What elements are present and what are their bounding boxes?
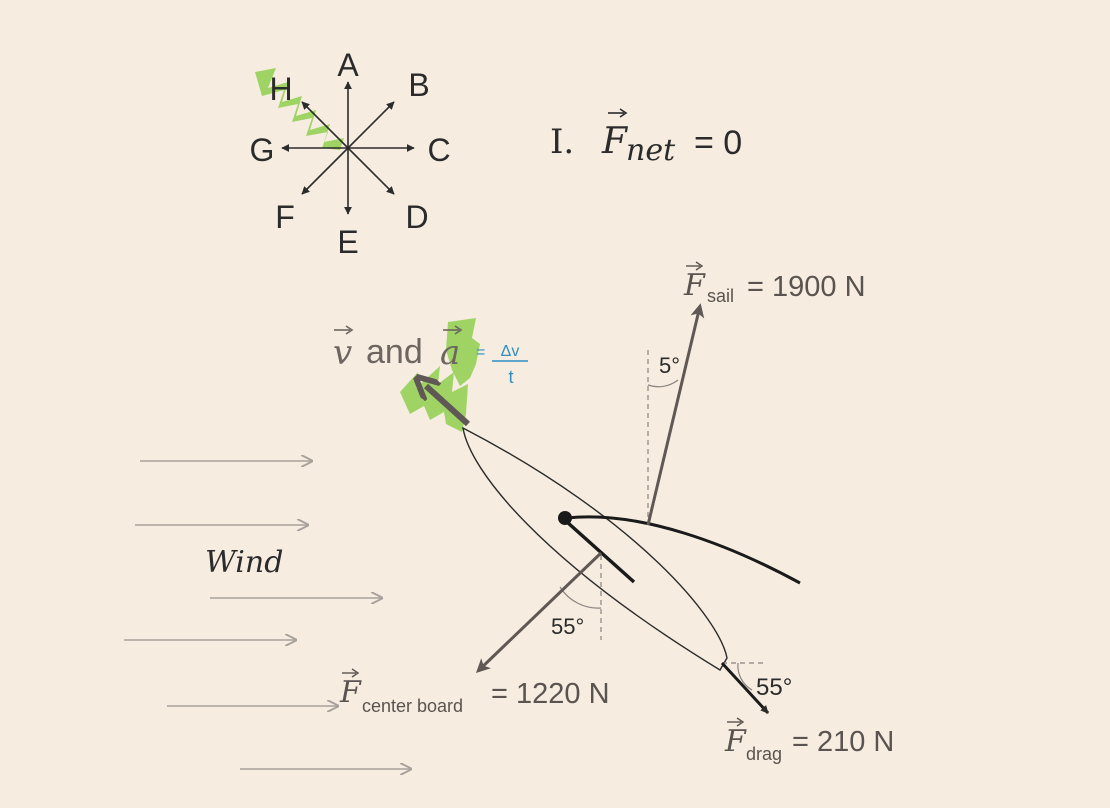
compass-label-g: G <box>250 132 275 168</box>
sail-force-symbol: F <box>683 268 706 303</box>
a-highlight-scribble <box>446 318 480 386</box>
statement-relation: = 0 <box>694 124 742 162</box>
statement-numeral: I. <box>550 122 574 162</box>
compass-arrow-h <box>301 101 349 149</box>
centerboard-angle-label: 55° <box>551 614 584 639</box>
drag-angle-label: 55° <box>756 674 792 701</box>
sail-angle-arc <box>647 379 679 388</box>
vector-arrow-icon <box>443 325 463 335</box>
vector-arrow-icon <box>727 717 745 727</box>
compass-label-f: F <box>275 199 295 235</box>
compass-arrow-b <box>347 101 395 149</box>
drag-force-symbol: F <box>724 724 747 759</box>
h-highlight-scribble <box>255 68 344 150</box>
velocity-symbol: v <box>333 333 352 373</box>
note-denominator: t <box>508 367 513 387</box>
velocity-acceleration-label: v and a = Δv t <box>333 325 528 387</box>
vector-arrow-icon <box>334 325 354 335</box>
sail-curve <box>566 515 801 585</box>
statement-subscript: net <box>626 133 676 168</box>
net-force-statement: I. F net = 0 <box>550 108 742 168</box>
note-equals: = <box>476 344 485 361</box>
sail-angle-label: 5° <box>659 353 680 378</box>
compass-arrow-d <box>347 147 395 195</box>
velocity-arrow <box>426 386 471 427</box>
centerboard-angle-arc <box>559 586 602 609</box>
compass-label-c: C <box>427 132 450 168</box>
sail-force-arrow <box>646 303 705 526</box>
compass-label-h: H <box>269 71 292 107</box>
wind-label: Wind <box>205 545 283 580</box>
compass-label-a: A <box>337 47 359 83</box>
boom <box>565 520 636 584</box>
sail-force-subscript: sail <box>707 286 734 306</box>
compass-label-e: E <box>337 224 358 260</box>
compass-label-d: D <box>405 199 428 235</box>
note-numerator: Δv <box>501 343 520 360</box>
drag-force-arrow <box>720 661 770 715</box>
centerboard-force-arrow <box>475 551 603 673</box>
compass-rose: A B C D E F G H <box>250 47 451 260</box>
sail-force-label: F sail = 1900 N <box>683 261 866 306</box>
and-text: and <box>366 333 423 371</box>
drag-force-subscript: drag <box>746 744 782 764</box>
drag-angle-arc <box>737 662 753 691</box>
acceleration-symbol: a <box>440 333 460 373</box>
vector-arrow-icon <box>608 108 628 118</box>
sail-force-value: = 1900 N <box>747 271 866 303</box>
statement-force-symbol: F <box>601 121 629 162</box>
compass-arrow-f <box>301 147 349 195</box>
compass-label-b: B <box>408 67 429 103</box>
vector-arrow-icon <box>686 261 704 271</box>
drag-force-label: F drag = 210 N <box>724 717 894 764</box>
centerboard-force-label: F center board = 1220 N <box>339 668 610 716</box>
centerboard-force-subscript: center board <box>362 696 463 716</box>
vector-arrow-icon <box>342 668 360 678</box>
centerboard-force-value: = 1220 N <box>491 678 610 710</box>
wind-arrows <box>124 461 411 769</box>
drag-force-value: = 210 N <box>792 726 894 758</box>
centerboard-force-symbol: F <box>339 675 362 710</box>
